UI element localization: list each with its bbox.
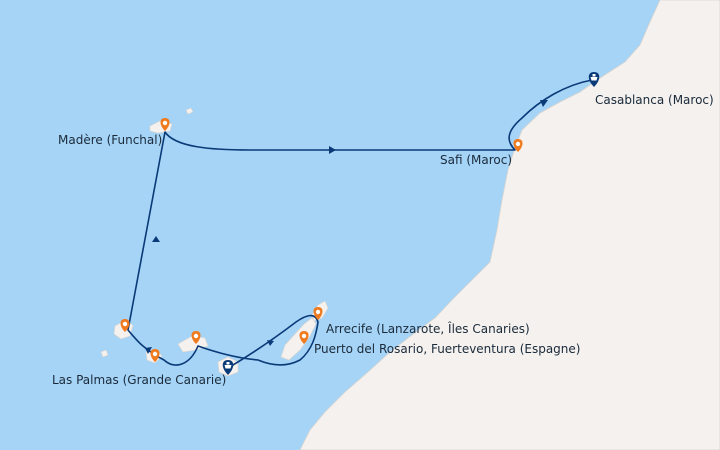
port-label-laspalmas: Las Palmas (Grande Canarie) [52,373,227,387]
port-pins [120,118,523,362]
port-label-casablanca: Casablanca (Maroc) [595,93,714,107]
port-pin-icon [120,319,130,332]
route-arrows [145,100,548,354]
port-pin-icon [313,307,323,320]
port-pin-icon [513,139,523,152]
arrow-icon [152,236,160,242]
arrow-icon [329,146,336,154]
port-label-puerto: Puerto del Rosario, Fuerteventura (Espag… [314,342,581,356]
cruise-route [127,79,593,369]
port-pin-icon [150,349,160,362]
arrow-icon [267,340,274,346]
port-pin-icon [160,118,170,131]
ship-pin-icon [222,360,234,375]
port-pin-icon [299,331,309,344]
arrow-icon [145,347,152,354]
route-path [127,79,593,369]
island-fuerteventura [280,317,317,361]
ship-pins [222,72,600,375]
island-hierro [100,349,109,358]
port-pin-icon [191,331,201,344]
arrow-icon [540,100,548,107]
island-porto-santo [185,107,194,115]
port-label-arrecife: Arrecife (Lanzarote, Îles Canaries) [326,322,530,336]
ship-pin-icon [588,72,600,87]
port-label-madere: Madère (Funchal) [58,133,163,147]
port-label-safi: Safi (Maroc) [440,153,513,167]
